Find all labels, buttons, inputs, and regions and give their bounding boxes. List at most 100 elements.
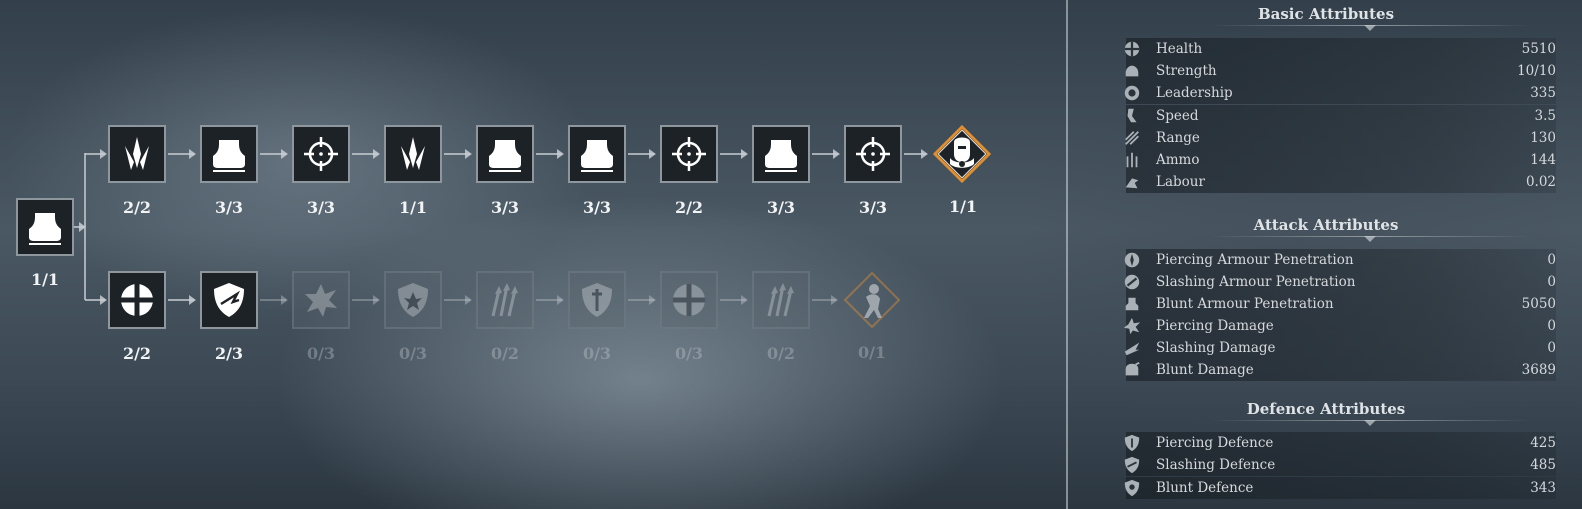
boot-icon [485, 134, 525, 174]
skill-level: 3/3 [582, 198, 612, 217]
health-cross-icon [117, 280, 157, 320]
skill-capstone-top[interactable] [932, 124, 992, 184]
blunt-defence-icon [1123, 479, 1141, 497]
skill-node-top-2[interactable] [200, 125, 258, 183]
attribute-label: Slashing Defence [1156, 457, 1276, 474]
blunt-defence-icon [1123, 479, 1141, 497]
skill-level-root: 1/1 [30, 270, 60, 289]
skill-node-top-9[interactable] [844, 125, 902, 183]
labour-icon [1123, 173, 1141, 191]
skill-node-bottom-3[interactable] [292, 271, 350, 329]
boot-icon [577, 134, 617, 174]
attribute-label: Health [1156, 41, 1203, 57]
skill-level: 2/3 [214, 344, 244, 363]
attribute-value: 485 [1530, 457, 1556, 474]
crosshair-icon [301, 134, 341, 174]
skill-node-top-3[interactable] [292, 125, 350, 183]
attribute-label: Slashing Damage [1156, 340, 1276, 356]
attribute-label: Ammo [1156, 152, 1200, 168]
health-icon [1123, 40, 1141, 58]
attribute-value: 0 [1547, 318, 1556, 334]
attribute-value: 0.02 [1525, 174, 1556, 191]
attribute-value: 144 [1530, 152, 1556, 168]
skill-node-bottom-6[interactable] [568, 271, 626, 329]
connector [168, 295, 196, 305]
slashing-defence-icon [1123, 456, 1141, 474]
skill-node-top-1[interactable] [108, 125, 166, 183]
skill-level: 0/3 [582, 344, 612, 363]
skill-node-top-6[interactable] [568, 125, 626, 183]
skill-level: 0/2 [490, 344, 520, 363]
skill-level-capstone-bottom: 0/1 [857, 343, 887, 362]
skill-node-top-4[interactable] [384, 125, 442, 183]
skill-node-bottom-4[interactable] [384, 271, 442, 329]
attribute-label: Strength [1156, 63, 1217, 80]
connector [628, 295, 656, 305]
attribute-value: 3.5 [1534, 107, 1556, 124]
connector [628, 149, 656, 159]
attribute-row: Labour 0.02 [1123, 171, 1556, 194]
attribute-value: 0 [1547, 274, 1556, 290]
attribute-row: Slashing Damage 0 [1126, 337, 1556, 359]
skill-node-bottom-2[interactable] [200, 271, 258, 329]
attribute-value: 0 [1547, 340, 1556, 356]
skill-node-bottom-7[interactable] [660, 271, 718, 329]
skill-level: 0/3 [674, 344, 704, 363]
skill-level: 2/2 [122, 344, 152, 363]
skill-node-bottom-5[interactable] [476, 271, 534, 329]
labour-icon [1123, 173, 1141, 191]
burst-icon [301, 280, 341, 320]
spear-tip-icon [393, 134, 433, 174]
attribute-value: 3689 [1521, 362, 1556, 378]
connector [536, 149, 564, 159]
arrows-up-icon [485, 280, 525, 320]
connector [85, 149, 107, 159]
crosshair-icon [669, 134, 709, 174]
skill-level: 3/3 [490, 198, 520, 217]
defence-attributes-title: Defence Attributes [1246, 400, 1406, 418]
shield-burst-icon [393, 280, 433, 320]
branch-stub [74, 222, 86, 232]
attribute-label: Labour [1156, 174, 1205, 191]
skill-node-top-8[interactable] [752, 125, 810, 183]
attribute-label: Blunt Defence [1156, 479, 1254, 496]
ammo-icon [1123, 151, 1141, 169]
skill-node-top-5[interactable] [476, 125, 534, 183]
connector [444, 295, 472, 305]
piercing-defence-icon [1123, 434, 1141, 452]
attribute-label: Blunt Armour Penetration [1156, 296, 1334, 312]
connector [260, 295, 288, 305]
skill-capstone-bottom[interactable] [842, 270, 902, 330]
slashing-damage-icon [1123, 339, 1141, 357]
arrows-up-icon [761, 280, 801, 320]
slashing-pen-icon [1123, 273, 1141, 291]
section-rule [1210, 420, 1530, 426]
range-icon [1123, 129, 1141, 147]
skill-node-bottom-1[interactable] [108, 271, 166, 329]
blunt-damage-icon [1123, 361, 1141, 379]
attribute-row: Ammo 144 [1126, 149, 1556, 171]
attribute-value: 10/10 [1517, 63, 1556, 80]
skill-node-root[interactable] [16, 198, 74, 256]
skill-level-capstone-top: 1/1 [948, 197, 978, 216]
range-icon [1123, 129, 1141, 147]
skill-level: 1/1 [398, 198, 428, 217]
skill-node-bottom-8[interactable] [752, 271, 810, 329]
slashing-pen-icon [1123, 273, 1141, 291]
connector [260, 149, 288, 159]
speed-icon [1123, 107, 1141, 125]
skill-level: 2/2 [122, 198, 152, 217]
piercing-pen-icon [1123, 251, 1141, 269]
skill-level: 0/3 [306, 344, 336, 363]
strength-icon [1123, 62, 1141, 80]
skill-level: 3/3 [858, 198, 888, 217]
skill-node-top-7[interactable] [660, 125, 718, 183]
section-rule [1210, 236, 1530, 242]
